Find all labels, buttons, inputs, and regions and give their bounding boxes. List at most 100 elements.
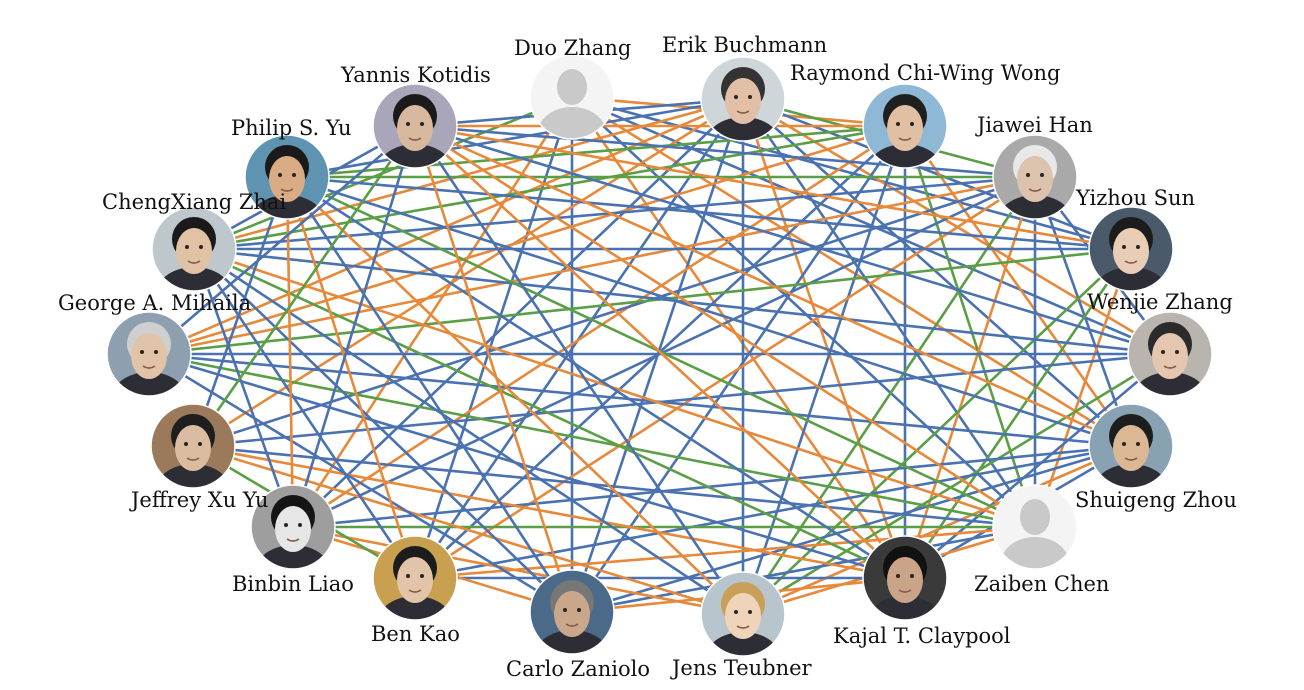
avatar-zaiben: [992, 484, 1078, 570]
edge-binbin-yannis: [291, 124, 417, 529]
edge-zaiben-yannis: [413, 124, 1037, 529]
edge-wenjie-kajal: [903, 352, 1172, 580]
avatar-jeffrey: [150, 403, 236, 489]
person-placeholder-shoulders: [1001, 537, 1069, 569]
node-group: [106, 54, 1213, 657]
label-wenjie-zhang: Wenjie Zhang: [1087, 290, 1233, 314]
edge-raymond-philip: [285, 124, 907, 179]
avatar-jens: [700, 571, 786, 657]
edge-raymond-george: [147, 124, 907, 356]
person-placeholder-shoulders: [538, 107, 606, 139]
edge-shuigeng-yannis: [413, 124, 1133, 448]
avatar-yannis: [372, 83, 458, 169]
edge-jiawei-jeffrey: [191, 175, 1037, 448]
avatar-wenjie: [1127, 311, 1213, 397]
edge-jens-chengxiang: [192, 247, 745, 616]
edge-carlo-george: [147, 352, 574, 614]
avatar-shuigeng: [1088, 403, 1174, 489]
avatar-duo: [529, 54, 615, 140]
portrait-face: [175, 425, 211, 471]
edge-raymond-shuigeng: [903, 124, 1133, 448]
edge-jiawei-ben: [413, 175, 1037, 580]
avatar-binbin: [250, 484, 336, 570]
edge-shuigeng-binbin: [291, 444, 1133, 529]
avatar-raymond: [862, 83, 948, 169]
portrait-face: [1113, 228, 1149, 274]
portrait-face: [397, 557, 433, 603]
edge-jeffrey-yannis: [191, 124, 417, 448]
label-yannis-kotidis: Yannis Kotidis: [341, 63, 491, 87]
edge-kajal-philip: [285, 175, 907, 580]
edge-shuigeng-jens: [741, 444, 1133, 616]
edge-wenjie-jens: [741, 352, 1172, 616]
portrait-face: [1152, 333, 1188, 379]
avatar-kajal: [862, 535, 948, 621]
edge-kajal-chengxiang: [192, 247, 907, 580]
edge-yizhou-philip: [285, 175, 1133, 251]
label-duo-zhang: Duo Zhang: [514, 36, 632, 60]
label-shuigeng-zhou: Shuigeng Zhou: [1075, 488, 1237, 512]
edge-duo-zaiben: [570, 95, 1037, 529]
edge-erik-kajal: [741, 97, 907, 580]
portrait-face: [725, 593, 761, 639]
edge-erik-shuigeng: [741, 97, 1133, 448]
label-erik-buchmann: Erik Buchmann: [662, 33, 828, 57]
edge-yizhou-yannis: [413, 124, 1133, 251]
edge-yizhou-jens: [741, 247, 1133, 616]
portrait-face: [275, 506, 311, 552]
edge-shuigeng-philip: [285, 175, 1133, 448]
portrait-face: [269, 156, 305, 202]
edge-jens-philip: [285, 175, 745, 616]
edge-shuigeng-george: [147, 352, 1133, 448]
edge-zaiben-carlo: [570, 525, 1037, 614]
edge-wenjie-chengxiang: [192, 247, 1172, 356]
label-george-a-mihaila: George A. Mihaila: [58, 291, 252, 315]
edge-erik-yizhou: [741, 97, 1133, 251]
label-philip-s-yu: Philip S. Yu: [231, 116, 352, 140]
edge-carlo-chengxiang: [192, 247, 574, 614]
avatar-yizhou: [1088, 206, 1174, 292]
edge-duo-binbin: [291, 95, 574, 529]
portrait-face: [131, 333, 167, 379]
edge-jens-yannis: [413, 124, 745, 616]
person-placeholder-icon: [1020, 499, 1050, 535]
edge-ben-philip: [285, 175, 417, 580]
avatar-carlo: [529, 569, 615, 655]
portrait-face: [554, 591, 590, 637]
edge-kajal-yannis: [413, 124, 907, 580]
edge-group: [147, 95, 1172, 616]
avatar-ben: [372, 535, 458, 621]
label-jens-teubner: Jens Teubner: [672, 656, 812, 680]
edge-yizhou-kajal: [903, 247, 1133, 580]
portrait-face: [887, 557, 923, 603]
portrait-face: [397, 105, 433, 151]
portrait-face: [725, 78, 761, 124]
edge-erik-jeffrey: [191, 97, 745, 448]
avatar-philip: [244, 134, 330, 220]
label-raymond-chi-wing-wong: Raymond Chi-Wing Wong: [790, 61, 1061, 85]
edge-carlo-philip: [285, 175, 574, 614]
edge-george-yannis: [147, 124, 417, 356]
edge-carlo-yannis: [413, 124, 574, 614]
portrait-face: [887, 105, 923, 151]
label-chengxiang-zhai: ChengXiang Zhai: [102, 190, 287, 214]
label-ben-kao: Ben Kao: [371, 622, 460, 646]
edge-wenjie-yannis: [413, 124, 1172, 356]
edge-wenjie-jeffrey: [191, 352, 1172, 448]
label-zaiben-chen: Zaiben Chen: [974, 572, 1110, 596]
label-binbin-liao: Binbin Liao: [232, 572, 354, 596]
edge-yizhou-george: [147, 247, 1133, 356]
avatar-erik: [700, 56, 786, 142]
label-jeffrey-xu-yu: Jeffrey Xu Yu: [131, 488, 269, 512]
edge-jiawei-yannis: [413, 124, 1037, 179]
edge-jiawei-chengxiang: [192, 175, 1037, 251]
portrait-face: [1017, 156, 1053, 202]
edge-kajal-george: [147, 352, 907, 580]
edge-jens-jeffrey: [191, 444, 745, 616]
edge-duo-shuigeng: [570, 95, 1133, 448]
portrait-face: [1113, 425, 1149, 471]
edge-erik-zaiben: [741, 97, 1037, 529]
edge-erik-philip: [285, 97, 745, 179]
